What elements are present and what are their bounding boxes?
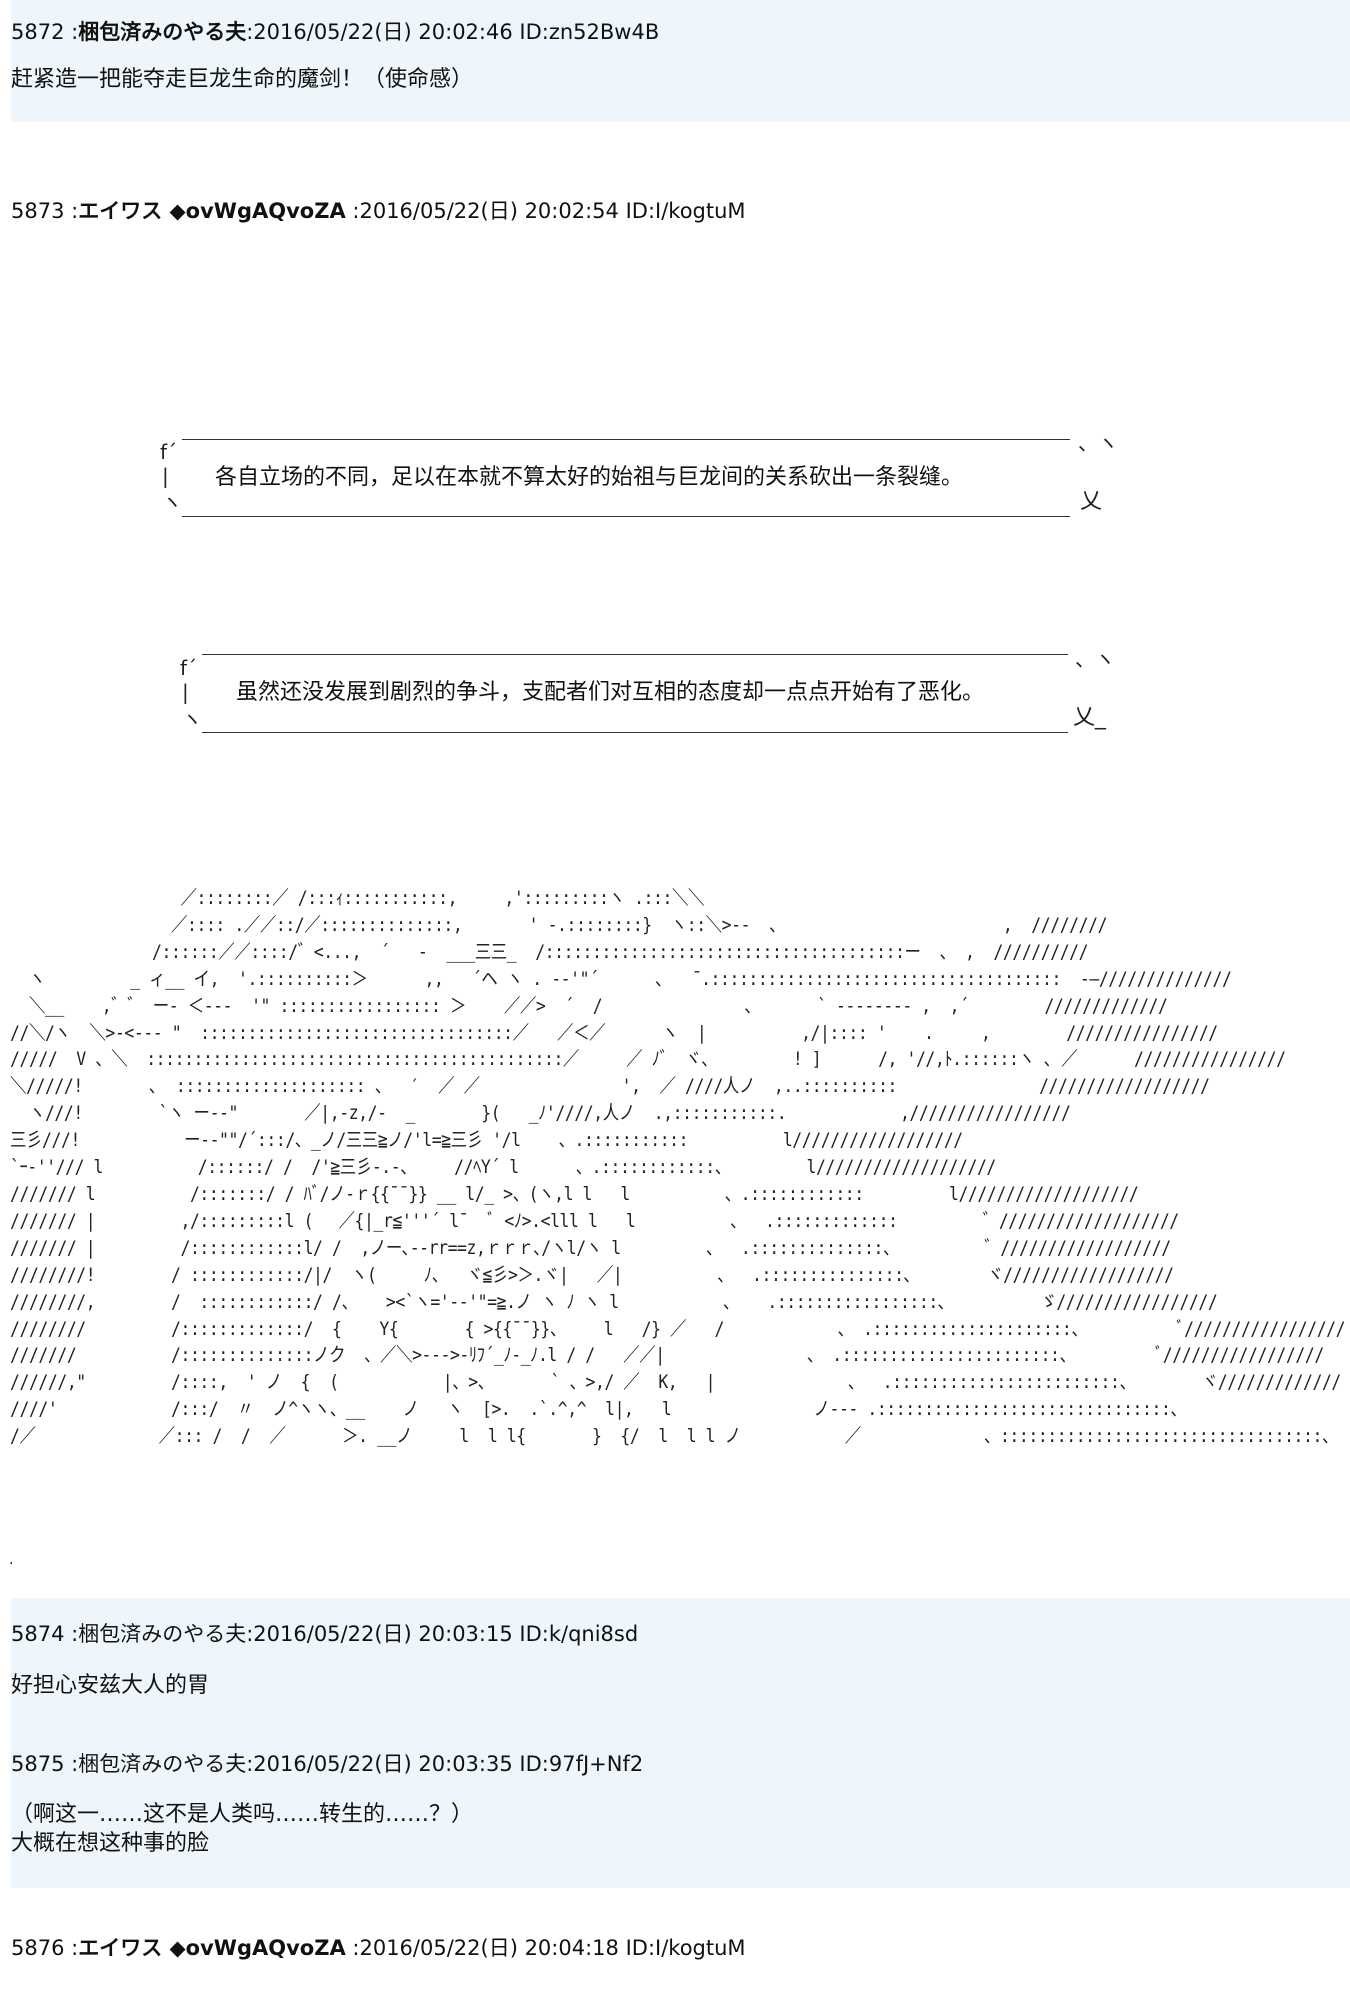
post-number: 5873 bbox=[11, 199, 65, 223]
poster-id[interactable]: ID:97fJ+Nf2 bbox=[519, 1752, 644, 1776]
post-body: （啊这一……这不是人类吗……转生的……？） 大概在想这种事的脸 bbox=[11, 1800, 473, 1858]
poster-name[interactable]: 梱包済みのやる夫 bbox=[78, 20, 247, 44]
post-body-line: 好担心安兹大人的胃 bbox=[11, 1673, 210, 1698]
post-body-line: （啊这一……这不是人类吗……转生的……？） bbox=[11, 1802, 474, 1827]
narration-corner-mark: 、ヽ bbox=[1075, 647, 1115, 671]
post-date: 2016/05/22(日) 20:04:18 bbox=[359, 1936, 619, 1960]
narration-text: 各自立场的不同，足以在本就不算太好的始祖与巨龙间的关系砍出一条裂缝。 bbox=[215, 465, 964, 490]
post-date: 2016/05/22(日) 20:03:15 bbox=[253, 1622, 513, 1646]
post-number: 5876 bbox=[11, 1936, 65, 1960]
post-header: 5875 :梱包済みのやる夫:2016/05/22(日) 20:03:35 ID… bbox=[11, 1752, 644, 1776]
narration-bottom-rule bbox=[182, 516, 1070, 517]
post-body-line: 赶紧造一把能夺走巨龙生命的魔剑！（使命感） bbox=[11, 67, 474, 92]
narration-corner-mark: ヽ bbox=[162, 490, 182, 514]
narration-left-bar: | bbox=[182, 680, 189, 704]
narration-top-rule bbox=[202, 654, 1068, 655]
poster-id[interactable]: ID:I/kogtuM bbox=[625, 1936, 746, 1960]
post-header: 5874 :梱包済みのやる夫:2016/05/22(日) 20:03:15 ID… bbox=[11, 1622, 639, 1646]
post-body-line: 大概在想这种事的脸 bbox=[11, 1831, 210, 1856]
post-header: 5876 :エイワス ◆ovWgAQvoZA :2016/05/22(日) 20… bbox=[11, 1936, 746, 1960]
narration-text: 虽然还没发展到剧烈的争斗，支配者们对互相的态度却一点点开始有了恶化。 bbox=[236, 680, 985, 705]
narration-box: f´ 、ヽ | 各自立场的不同，足以在本就不算太好的始祖与巨龙间的关系砍出一条裂… bbox=[160, 430, 1118, 530]
narration-corner-mark: f´ bbox=[160, 440, 178, 464]
narration-box: f´ 、ヽ | 虽然还没发展到剧烈的争斗，支配者们对互相的态度却一点点开始有了恶… bbox=[180, 646, 1115, 746]
poster-id[interactable]: ID:k/qni8sd bbox=[519, 1622, 639, 1646]
post-number: 5874 bbox=[11, 1622, 65, 1646]
narration-left-bar: | bbox=[162, 464, 169, 488]
post-5872-band bbox=[11, 0, 1350, 122]
post-5874-band bbox=[11, 1598, 1350, 1888]
post-body: 好担心安兹大人的胃 bbox=[11, 1671, 209, 1700]
poster-name[interactable]: 梱包済みのやる夫 bbox=[78, 1752, 247, 1776]
post-number: 5875 bbox=[11, 1752, 65, 1776]
poster-id[interactable]: ID:zn52Bw4B bbox=[519, 20, 660, 44]
poster-name[interactable]: エイワス ◆ovWgAQvoZA bbox=[78, 1936, 346, 1960]
narration-corner-mark: f´ bbox=[180, 656, 198, 680]
post-body: 赶紧造一把能夺走巨龙生命的魔剑！（使命感） bbox=[11, 65, 473, 94]
narration-corner-mark: 乂_ bbox=[1073, 705, 1107, 730]
narration-corner-mark: 、ヽ bbox=[1078, 431, 1118, 455]
narration-corner-mark: 乂 bbox=[1080, 489, 1103, 514]
narration-bottom-rule bbox=[202, 732, 1068, 733]
poster-id[interactable]: ID:I/kogtuM bbox=[625, 199, 746, 223]
poster-name[interactable]: 梱包済みのやる夫 bbox=[78, 1622, 247, 1646]
post-date: 2016/05/22(日) 20:02:46 bbox=[253, 20, 513, 44]
post-header: 5872 :梱包済みのやる夫:2016/05/22(日) 20:02:46 ID… bbox=[11, 20, 660, 44]
ascii-art: ／::::::::／ /:::ｨ:::::::::::, ,':::::::::… bbox=[10, 887, 1346, 1448]
post-date: 2016/05/22(日) 20:02:54 bbox=[359, 199, 619, 223]
poster-name[interactable]: エイワス ◆ovWgAQvoZA bbox=[78, 199, 346, 223]
post-number: 5872 bbox=[11, 20, 65, 44]
narration-top-rule bbox=[182, 439, 1070, 440]
post-date: 2016/05/22(日) 20:03:35 bbox=[253, 1752, 513, 1776]
narration-corner-mark: ヽ bbox=[182, 707, 202, 731]
stray-mark: . bbox=[9, 1552, 14, 1568]
post-header: 5873 :エイワス ◆ovWgAQvoZA :2016/05/22(日) 20… bbox=[11, 199, 746, 223]
